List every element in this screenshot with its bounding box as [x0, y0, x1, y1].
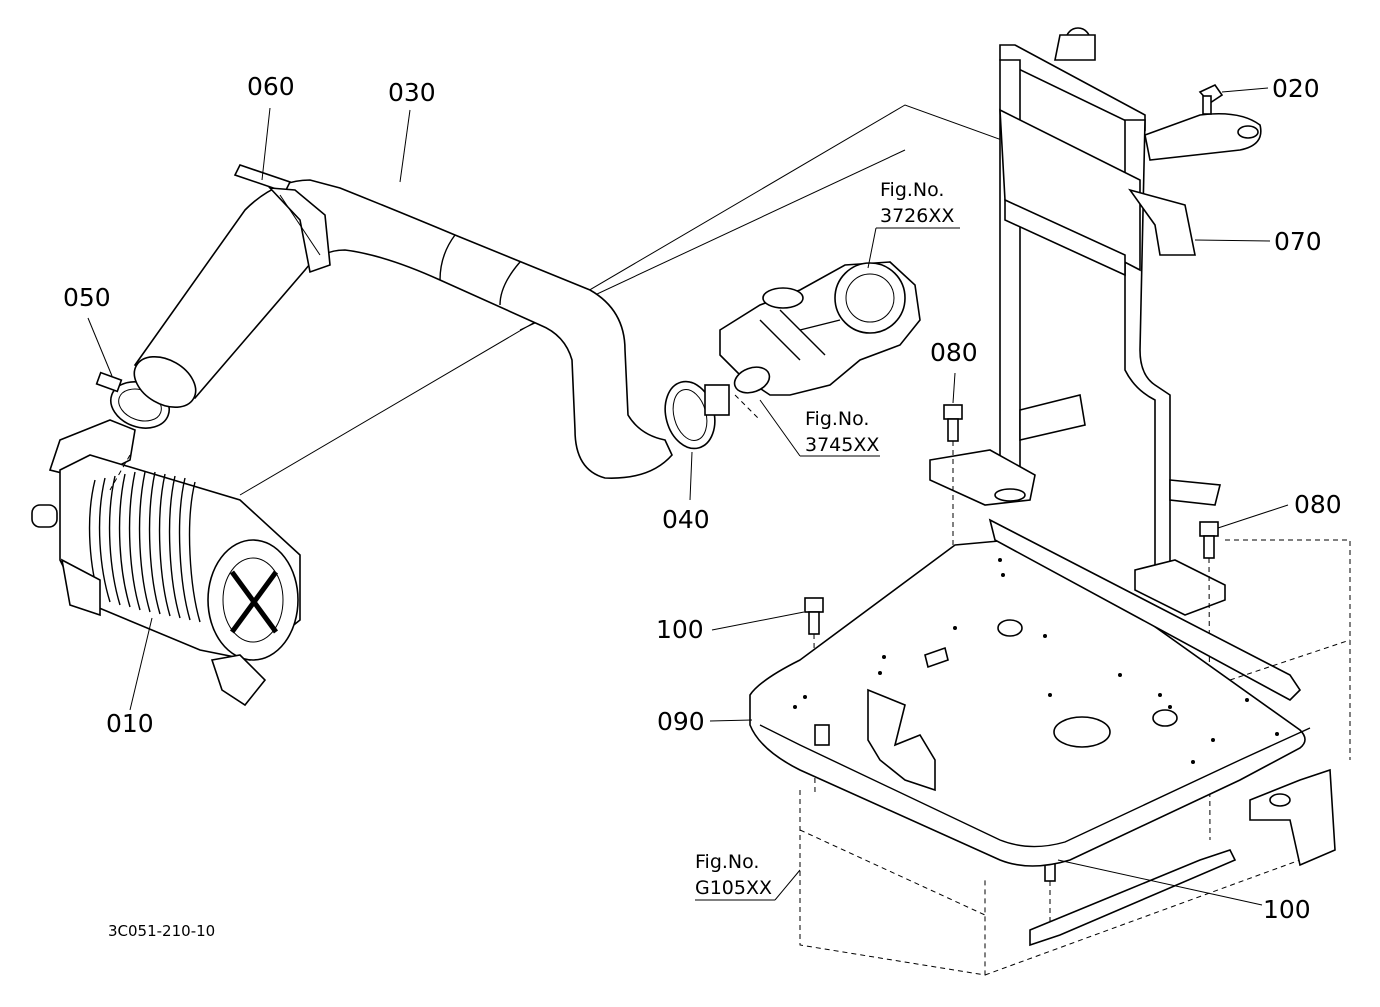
label-060: 060 — [247, 72, 295, 101]
label-100-a: 100 — [656, 615, 704, 644]
label-050: 050 — [63, 283, 111, 312]
intake-hose-030 — [133, 179, 673, 479]
fig-ref-g105-label: Fig.No. — [695, 851, 759, 873]
hose-clamp-040 — [664, 380, 730, 450]
figure-references: Fig.No. 3726XX Fig.No. 3745XX Fig.No. G1… — [695, 179, 954, 899]
turbocharger-assembly — [719, 261, 921, 421]
label-070: 070 — [1274, 227, 1322, 256]
mounting-frame — [929, 27, 1262, 616]
label-100-b: 100 — [1263, 895, 1311, 924]
leader-lines — [87, 87, 1289, 906]
air-cleaner — [31, 419, 301, 707]
fig-ref-g105-number: G105XX — [695, 877, 772, 899]
label-020: 020 — [1272, 74, 1320, 103]
fig-ref-3745-number: 3745XX — [805, 434, 879, 456]
air-cleaner-body-ribs — [88, 471, 201, 623]
label-040: 040 — [662, 505, 710, 534]
label-010: 010 — [106, 709, 154, 738]
bolt-100-a — [804, 597, 824, 796]
drawing-code: 3C051-210-10 — [108, 922, 215, 940]
bolt-020 — [1198, 83, 1224, 115]
label-090: 090 — [657, 707, 705, 736]
base-plate-090 — [749, 518, 1311, 867]
fig-ref-3726-label: Fig.No. — [880, 179, 944, 201]
fig-ref-3745-label: Fig.No. — [805, 408, 869, 430]
part-number-labels: 010 020 030 040 050 060 070 080 080 090 … — [63, 72, 1342, 924]
label-080-a: 080 — [930, 338, 978, 367]
fig-ref-3726-number: 3726XX — [880, 205, 954, 227]
label-080-b: 080 — [1294, 490, 1342, 519]
label-030: 030 — [388, 78, 436, 107]
chassis-frame — [799, 539, 1351, 976]
